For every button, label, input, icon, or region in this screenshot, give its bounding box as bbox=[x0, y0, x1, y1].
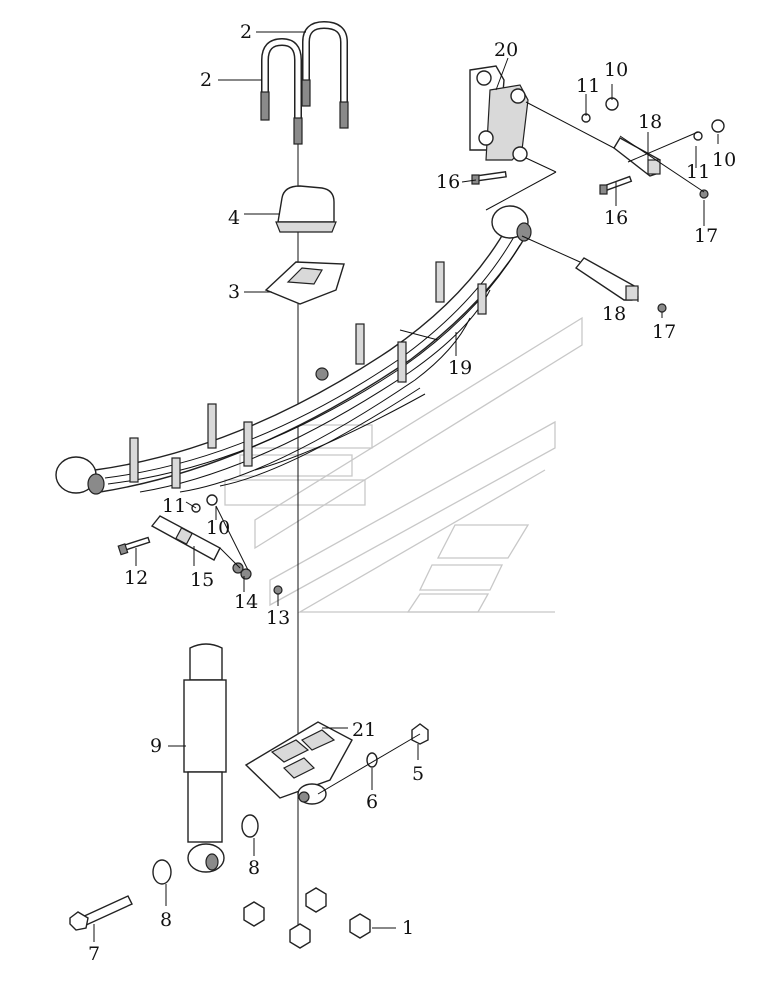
leader-lines bbox=[93, 31, 719, 942]
bump-stop bbox=[275, 185, 337, 233]
callout-10-right: 10 bbox=[712, 149, 736, 171]
callout-11-left: 11 bbox=[162, 495, 186, 517]
shock-absorber bbox=[183, 643, 227, 873]
callout-21: 21 bbox=[352, 719, 376, 741]
callout-11-top: 11 bbox=[576, 75, 600, 97]
callout-16-upper: 16 bbox=[436, 171, 460, 193]
u-bolt-nuts bbox=[243, 887, 371, 949]
callout-16-lower: 16 bbox=[604, 207, 628, 229]
grease-fitting-13 bbox=[273, 585, 283, 595]
grease-fitting-17-lower bbox=[657, 303, 667, 313]
washer-8-a bbox=[152, 859, 172, 885]
callout-9: 9 bbox=[150, 735, 162, 757]
callout-7: 7 bbox=[88, 943, 100, 965]
watermark-logo bbox=[224, 316, 583, 613]
callout-6: 6 bbox=[366, 791, 378, 813]
callout-12: 12 bbox=[124, 567, 148, 589]
mounting-bolt-7 bbox=[69, 895, 133, 931]
bolt-16-lower bbox=[599, 175, 633, 195]
callout-15: 15 bbox=[190, 569, 214, 591]
callout-3: 3 bbox=[228, 281, 240, 303]
callout-10-top: 10 bbox=[604, 59, 628, 81]
callout-5: 5 bbox=[412, 763, 424, 785]
leaf-spring bbox=[55, 205, 532, 495]
nut-10-b bbox=[711, 119, 725, 133]
callout-18-lower: 18 bbox=[602, 303, 626, 325]
callout-2-left: 2 bbox=[200, 69, 212, 91]
grease-fitting-17-upper bbox=[699, 189, 709, 199]
shackle-pin-upper bbox=[613, 137, 661, 177]
callout-14: 14 bbox=[234, 591, 258, 613]
spring-seat-bracket bbox=[244, 721, 353, 805]
callout-8-left: 8 bbox=[160, 909, 172, 931]
callout-20: 20 bbox=[494, 39, 518, 61]
callout-18-top: 18 bbox=[638, 111, 662, 133]
shackle-pin-lower bbox=[574, 257, 639, 301]
spring-shackle bbox=[469, 65, 529, 162]
callout-4: 4 bbox=[228, 207, 240, 229]
callout-labels: 2 2 4 3 20 11 10 18 10 11 16 16 17 18 17… bbox=[88, 21, 736, 965]
callout-17-top: 17 bbox=[694, 225, 718, 247]
callout-19: 19 bbox=[448, 357, 472, 379]
callout-10-left: 10 bbox=[206, 517, 230, 539]
bolt-16-upper bbox=[471, 171, 507, 185]
grease-fitting-14 bbox=[232, 562, 244, 574]
u-bolt-front bbox=[260, 37, 303, 145]
callout-13: 13 bbox=[266, 607, 290, 629]
bolt-12 bbox=[117, 536, 151, 556]
callout-1: 1 bbox=[402, 917, 414, 939]
callout-17-lower: 17 bbox=[652, 321, 676, 343]
callout-8-right: 8 bbox=[248, 857, 260, 879]
washer-8-b bbox=[241, 814, 259, 838]
spacer-plate bbox=[264, 261, 345, 305]
u-bolt-rear bbox=[301, 20, 349, 129]
nut-10-c bbox=[206, 494, 218, 506]
callout-11-right: 11 bbox=[686, 161, 710, 183]
callout-2-top: 2 bbox=[240, 21, 252, 43]
